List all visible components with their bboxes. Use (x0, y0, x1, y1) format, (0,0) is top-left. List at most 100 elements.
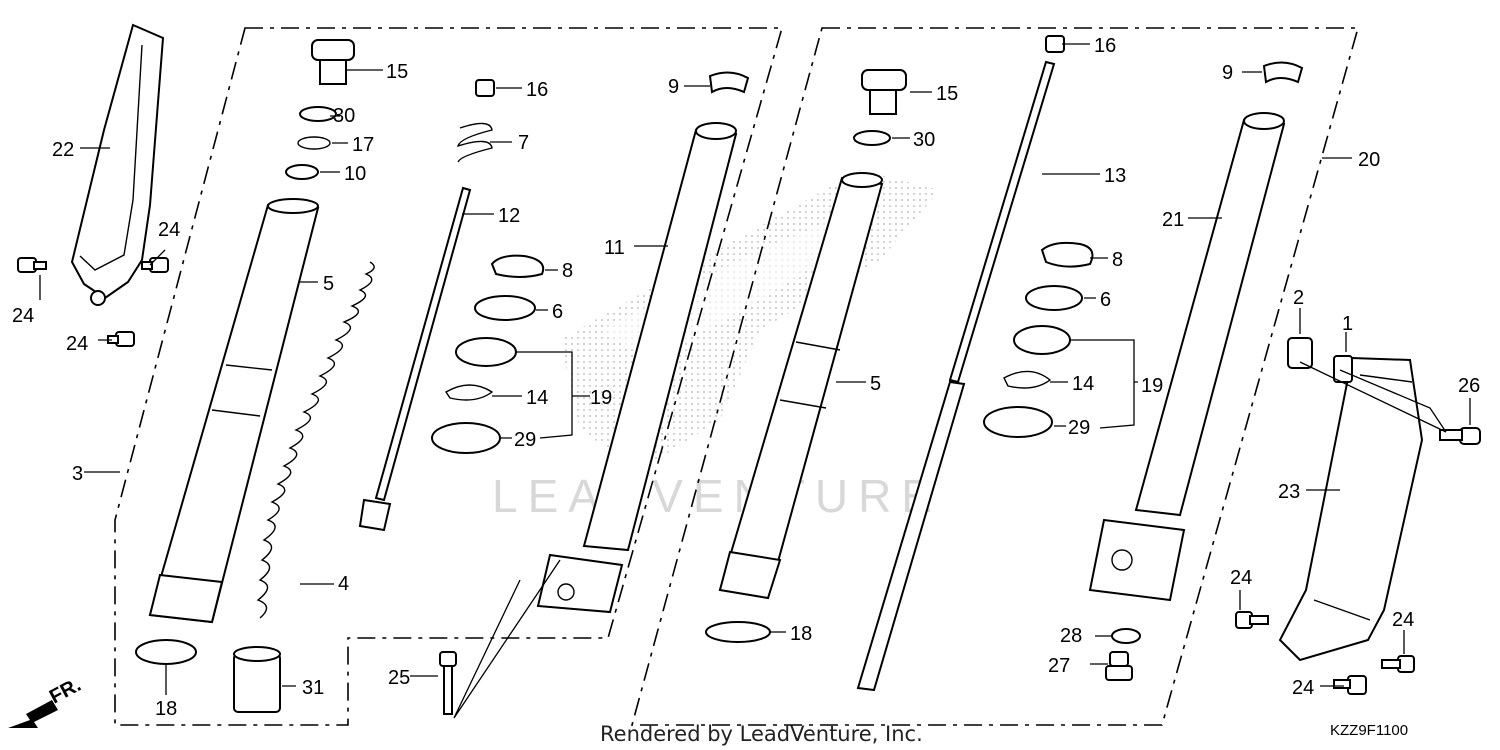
callout-24-f: 24 (1292, 677, 1314, 699)
circlip-17 (297, 136, 331, 150)
drain-bolt-27 (1105, 651, 1133, 681)
inner-tube-right (1088, 112, 1286, 602)
oil-seal-19-left (455, 337, 517, 367)
o-ring-30-left (299, 106, 337, 122)
seal-29-left (431, 422, 501, 454)
left-fork-frame (114, 27, 784, 726)
callout-25: 25 (388, 667, 410, 689)
callout-14-right: 14 (1072, 373, 1094, 395)
bolt-24-b (141, 257, 169, 273)
damper-rod-left (358, 186, 472, 532)
right-fork-frame (630, 27, 1360, 726)
callout-20: 20 (1358, 149, 1380, 171)
callout-21: 21 (1162, 209, 1184, 231)
callout-13: 13 (1104, 165, 1126, 187)
callout-3: 3 (72, 463, 83, 485)
callout-24-c: 24 (66, 333, 88, 355)
callout-8-left: 8 (562, 260, 573, 282)
callout-6-right: 6 (1100, 289, 1111, 311)
oil-seal-19-right (1013, 325, 1071, 355)
callout-30-right: 30 (913, 129, 935, 151)
callout-12: 12 (498, 205, 520, 227)
outer-tube-left (148, 198, 320, 624)
dust-seal-6-left (474, 295, 536, 321)
fork-spring (256, 261, 375, 619)
callout-1a: 2 (1293, 287, 1304, 309)
callout-5-right: 5 (870, 373, 881, 395)
fork-cap-bolt-15-left (311, 39, 355, 85)
callout-1: 1 (1342, 313, 1353, 335)
footer-credit: Rendered by LeadVenture, Inc. (600, 722, 923, 746)
callout-8-right: 8 (1112, 249, 1123, 271)
fork-cap-bolt-15-right (861, 69, 907, 115)
front-arrow-icon (8, 700, 58, 728)
callout-9-right: 9 (1222, 62, 1233, 84)
callout-31: 31 (302, 677, 324, 699)
collar-31 (233, 646, 281, 713)
callout-18-left: 18 (155, 698, 177, 720)
slide-bushing-9-left (708, 71, 750, 94)
callout-15-left: 15 (386, 61, 408, 83)
callout-16-right: 16 (1094, 35, 1116, 57)
bolt-26 (1439, 427, 1481, 445)
callout-22: 22 (52, 139, 74, 161)
callout-19-left: 19 (590, 387, 612, 409)
callout-6-left: 6 (552, 301, 563, 323)
o-ring-30-right (853, 130, 891, 146)
callout-28: 28 (1060, 625, 1082, 647)
callout-9-left: 9 (668, 76, 679, 98)
damper-rod-right (856, 60, 1056, 692)
spring-7 (457, 122, 493, 163)
callout-24-e: 24 (1392, 609, 1414, 631)
bolt-24-a (17, 257, 47, 273)
callout-14-left: 14 (526, 387, 548, 409)
collar-10 (285, 164, 319, 180)
callout-18-right: 18 (790, 623, 812, 645)
callout-29-right: 29 (1068, 417, 1090, 439)
callout-27: 27 (1048, 655, 1070, 677)
dust-seal-6-right (1025, 285, 1083, 311)
nut-16-right (1045, 35, 1065, 53)
callout-16-left: 16 (526, 79, 548, 101)
clip-14-left (445, 384, 494, 401)
callout-19-right: 19 (1141, 375, 1163, 397)
clamp-1 (1333, 355, 1353, 383)
inner-tube-left (536, 122, 738, 614)
circlip-18-right (705, 621, 771, 643)
bolt-25-leaders (453, 559, 561, 719)
fork-guard-left (70, 23, 165, 306)
bolt-25 (439, 651, 457, 715)
bolt-24-e (1381, 655, 1415, 673)
callout-4: 4 (338, 573, 349, 595)
diagram-code: KZZ9F1100 (1330, 722, 1408, 739)
callout-17: 17 (352, 134, 374, 156)
callout-24-d: 24 (1230, 567, 1252, 589)
clip-14-right (1003, 370, 1052, 389)
stopper-ring-8-left (490, 254, 545, 278)
callout-7: 7 (518, 132, 529, 154)
watermark-text: LEADVENTURE (492, 470, 942, 522)
callout-26: 26 (1458, 375, 1480, 397)
bolt-26-leaders (1299, 361, 1447, 433)
clamp-2 (1287, 337, 1313, 369)
callout-24-a: 24 (12, 305, 34, 327)
callout-11: 11 (604, 237, 625, 259)
callout-15-right: 15 (936, 83, 958, 105)
seal-29-right (983, 406, 1053, 438)
callout-24-b: 24 (158, 219, 180, 241)
callout-5-left: 5 (323, 273, 334, 295)
leader-lines (39, 43, 1471, 695)
callout-23: 23 (1278, 481, 1300, 503)
callout-29-left: 29 (514, 429, 536, 451)
nut-16-left (475, 79, 495, 97)
callout-10: 10 (344, 163, 366, 185)
bolt-24-c (107, 331, 135, 347)
bolt-24-f (1333, 675, 1367, 695)
outer-tube-right (718, 172, 884, 600)
washer-28 (1111, 628, 1141, 644)
bolt-24-d (1235, 611, 1269, 629)
fork-guard-right (1278, 356, 1424, 662)
callout-30-left: 30 (333, 105, 355, 127)
stopper-ring-8-right (1040, 241, 1094, 268)
